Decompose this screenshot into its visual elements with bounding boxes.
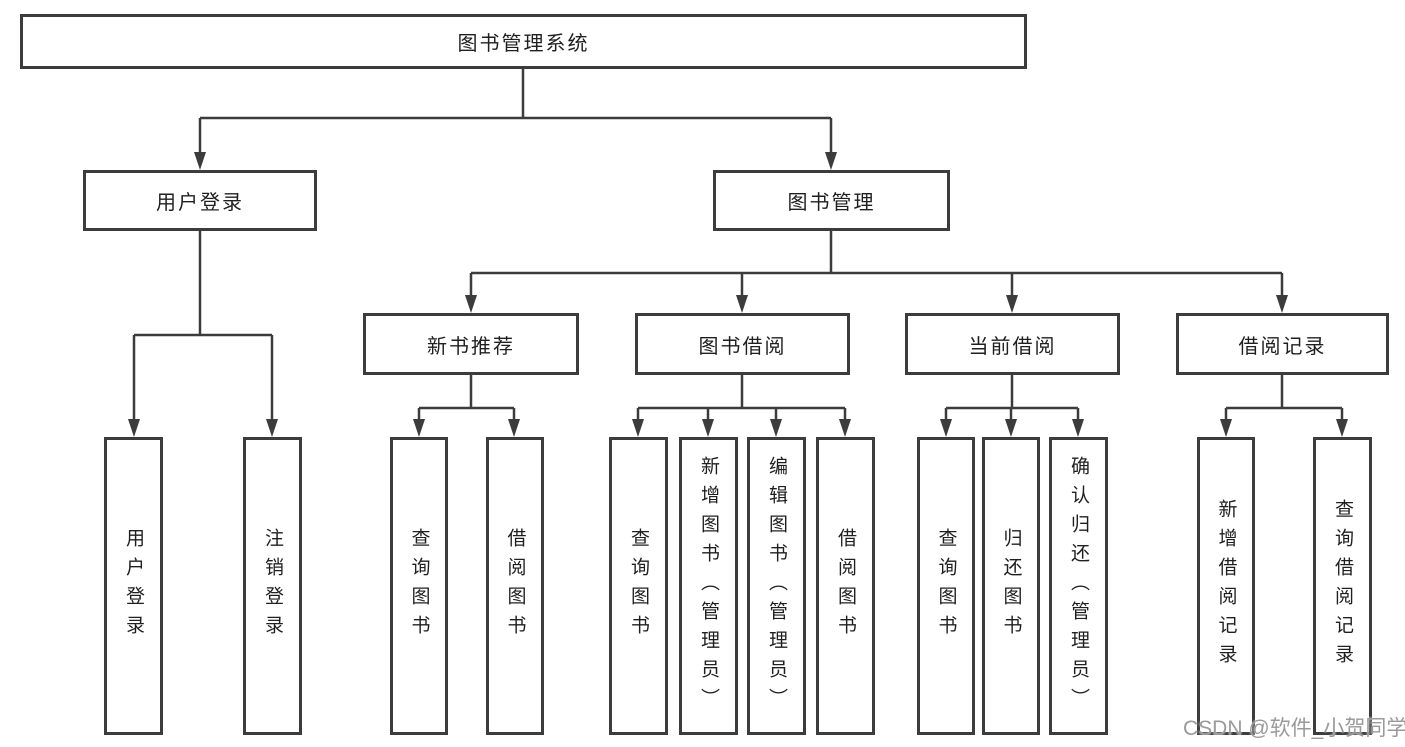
arrowhead-icon <box>702 419 714 437</box>
leaf-return-books: 归还图书 <box>982 437 1040 735</box>
leaf-add-borrow-record: 新增借阅记录 <box>1197 437 1255 735</box>
leaf-logout: 注销登录 <box>243 437 302 735</box>
connector-line <box>1224 375 1344 420</box>
node-root: 图书管理系统 <box>20 14 1027 69</box>
leaf-add-books-admin: 新增图书（管理员） <box>679 437 738 735</box>
node-current-borrow-label: 当前借阅 <box>968 335 1057 358</box>
arrowhead-icon <box>770 419 782 437</box>
leaf-return-books-label: 归还图书 <box>1000 528 1022 644</box>
arrowhead-icon <box>465 295 477 313</box>
connector-login-group <box>128 231 278 437</box>
arrowhead-icon <box>194 152 206 170</box>
node-user-login-label: 用户登录 <box>156 192 244 214</box>
leaf-logout-label: 注销登录 <box>262 528 283 644</box>
arrowhead-icon <box>632 419 644 437</box>
arrowhead-icon <box>1072 419 1084 437</box>
connector-records-group <box>1220 375 1348 437</box>
node-current-borrow: 当前借阅 <box>905 313 1120 375</box>
arrowhead-icon <box>413 419 425 437</box>
leaf-borrow-books: 借阅图书 <box>816 437 875 735</box>
leaf-query-books-recommend: 查询图书 <box>390 437 448 735</box>
leaf-add-books-admin-label: 新增图书（管理员） <box>698 455 719 717</box>
leaf-query-books-borrow-label: 查询图书 <box>628 528 649 644</box>
arrowhead-icon <box>825 152 837 170</box>
arrowhead-icon <box>1005 419 1017 437</box>
arrowhead-icon <box>940 419 952 437</box>
leaf-confirm-return-admin-label: 确认归还（管理员） <box>1068 455 1089 717</box>
node-borrow-records-label: 借阅记录 <box>1238 335 1327 358</box>
node-borrow-records: 借阅记录 <box>1176 313 1389 375</box>
connector-line <box>417 375 516 420</box>
connector-borrow-group <box>632 375 851 437</box>
leaf-query-borrow-record-label: 查询借阅记录 <box>1332 499 1353 673</box>
csdn-watermark: CSDN @软件_小贺同学 <box>1183 717 1405 740</box>
arrowhead-icon <box>1276 295 1288 313</box>
arrowhead-icon <box>128 419 140 437</box>
node-root-label: 图书管理系统 <box>457 33 590 55</box>
arrowhead-icon <box>736 295 748 313</box>
arrowhead-icon <box>839 419 851 437</box>
leaf-user-login-label: 用户登录 <box>123 528 144 644</box>
leaf-query-books-borrow: 查询图书 <box>609 437 668 735</box>
leaf-edit-books-admin-label: 编辑图书（管理员） <box>766 455 787 717</box>
leaf-query-books-current-label: 查询图书 <box>935 528 957 644</box>
leaf-borrow-books-recommend: 借阅图书 <box>486 437 544 735</box>
connector-line <box>636 375 847 420</box>
node-book-borrow: 图书借阅 <box>635 313 850 375</box>
connector-line <box>198 69 833 153</box>
arrowhead-icon <box>266 419 278 437</box>
leaf-confirm-return-admin: 确认归还（管理员） <box>1049 437 1108 735</box>
node-user-login: 用户登录 <box>83 170 317 231</box>
connector-current-group <box>940 375 1084 437</box>
arrowhead-icon <box>1336 419 1348 437</box>
leaf-user-login: 用户登录 <box>104 437 163 735</box>
node-book-management-label: 图书管理 <box>787 192 876 214</box>
connector-line <box>944 375 1080 420</box>
connector-line <box>469 231 1284 296</box>
node-new-book-recommend-label: 新书推荐 <box>427 335 515 358</box>
leaf-query-books-current: 查询图书 <box>917 437 975 735</box>
connector-root-to-level2 <box>194 69 837 170</box>
node-book-borrow-label: 图书借阅 <box>698 335 787 358</box>
connector-recommend-group <box>413 375 520 437</box>
node-new-book-recommend: 新书推荐 <box>363 313 579 375</box>
leaf-borrow-books-label: 借阅图书 <box>835 528 856 644</box>
connector-bookmgmt-to-level3 <box>465 231 1288 313</box>
leaf-borrow-books-recommend-label: 借阅图书 <box>504 528 526 644</box>
leaf-edit-books-admin: 编辑图书（管理员） <box>747 437 806 735</box>
leaf-add-borrow-record-label: 新增借阅记录 <box>1215 499 1237 673</box>
arrowhead-icon <box>508 419 520 437</box>
leaf-query-books-recommend-label: 查询图书 <box>408 528 430 644</box>
connector-line <box>132 231 274 420</box>
leaf-query-borrow-record: 查询借阅记录 <box>1313 437 1372 735</box>
arrowhead-icon <box>1220 419 1232 437</box>
arrowhead-icon <box>1006 295 1018 313</box>
node-book-management: 图书管理 <box>713 170 950 231</box>
